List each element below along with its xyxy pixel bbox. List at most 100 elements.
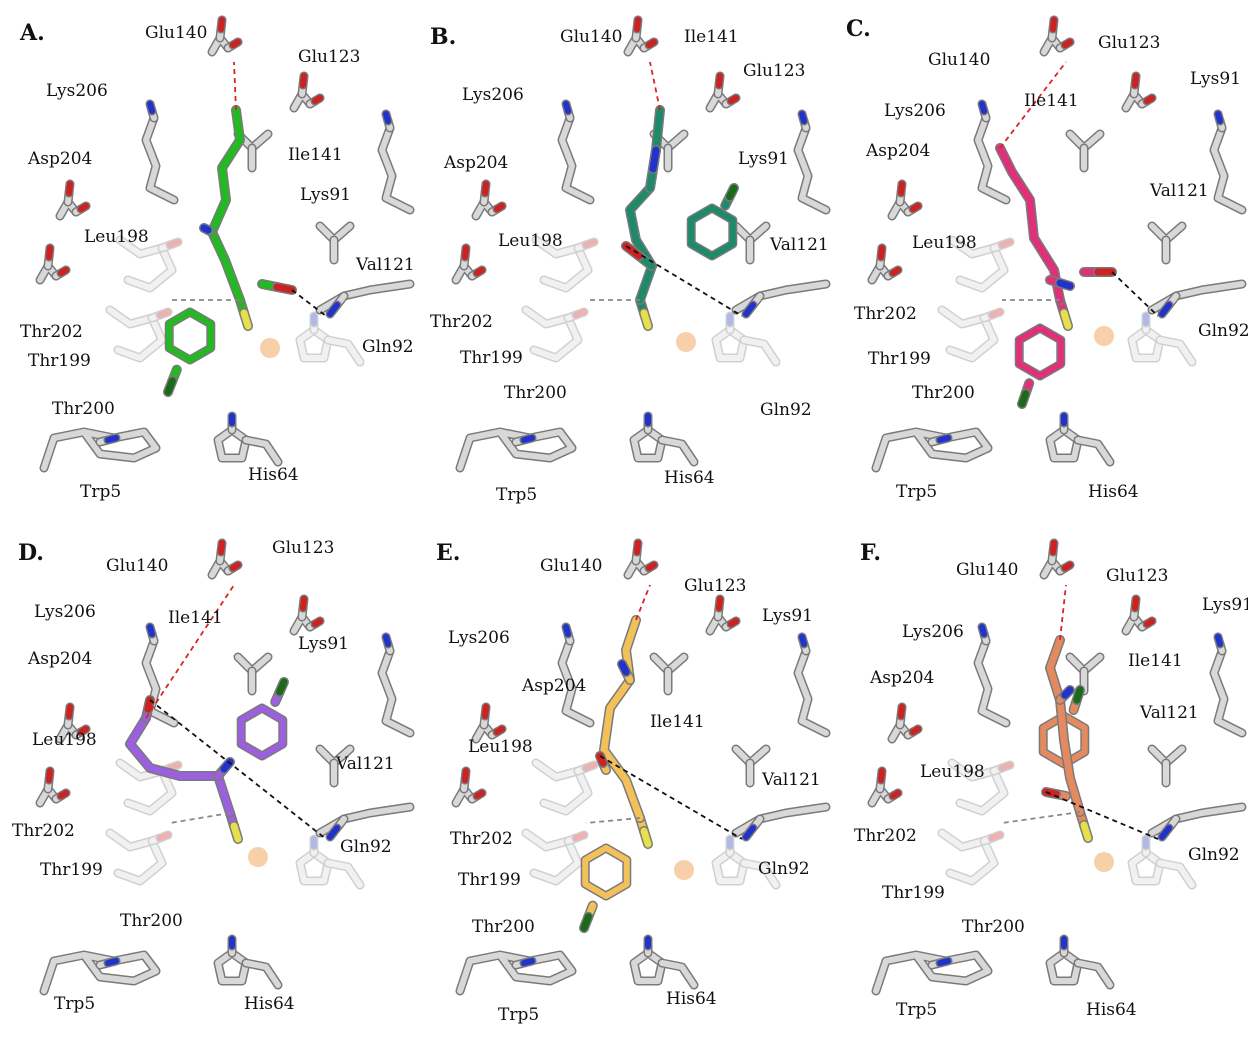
residue-label-lys206: Lys206 <box>448 628 510 648</box>
trp5-sticks-5-ring <box>873 952 991 994</box>
leu198-backbone-5-bb-outline <box>947 758 1009 816</box>
asp204-sticks-0-o1-b <box>66 181 73 196</box>
leu198-backbone-1-o-b-outline <box>581 237 599 250</box>
glu140-sticks-5-o2-b <box>1062 562 1073 571</box>
leu198-backbone-2-o-b-outline <box>997 237 1015 250</box>
leu198-backbone-4 <box>531 758 599 816</box>
thr199-backbone-0-o-a-outline <box>147 310 165 323</box>
trp5-sticks-0-n-b <box>105 435 119 443</box>
his-zinc-ligand-3 <box>295 834 365 890</box>
residue-label-thr200: Thr200 <box>472 917 535 937</box>
ligand-chloro-0-b <box>164 377 176 396</box>
trp5-sticks-4-ring <box>457 952 575 994</box>
residue-label-val121: Val121 <box>769 235 829 255</box>
trp5-sticks-4-n-b <box>521 958 535 966</box>
residue-label-thr202: Thr202 <box>20 322 83 342</box>
residue-label-glu123: Glu123 <box>1098 33 1160 53</box>
glu123-sticks-0-o2-b <box>312 95 323 104</box>
ligand-carbonyl-3-b <box>144 696 154 713</box>
residue-label-asp204: Asp204 <box>27 149 92 169</box>
gln92-n-1-b <box>743 302 756 317</box>
his64-sticks-4-chain <box>659 960 697 988</box>
his-zinc-ligand-3-chain-outline <box>323 858 365 890</box>
lys91-sticks-0-chain <box>379 125 413 213</box>
zinc-ion-5 <box>1094 852 1114 872</box>
his-zinc-ligand-1-chain-outline <box>739 335 781 367</box>
panel-residues-2 <box>867 15 1247 473</box>
gln92-sticks-4 <box>733 804 829 836</box>
lys206-sticks-5-n-b <box>979 624 987 637</box>
residue-label-lys91: Lys91 <box>762 606 813 626</box>
leu198-backbone-2-bb <box>949 237 1007 291</box>
panel-residues-0 <box>35 15 415 473</box>
residue-label-glu123: Glu123 <box>1106 566 1168 586</box>
residue-label-lys91: Lys91 <box>300 185 351 205</box>
residue-label-lys206: Lys206 <box>462 85 524 105</box>
thr199-backbone-0-o-b <box>157 309 171 318</box>
asp204-sticks-5-o2-b <box>910 726 921 735</box>
residue-label-thr200: Thr200 <box>504 383 567 403</box>
thr202-sticks-3-o2-b <box>58 790 69 799</box>
leu198-backbone-0-bb-outline <box>115 235 177 293</box>
trp5-sticks-2-n-b <box>937 435 951 443</box>
leu198-backbone-4-o-a-outline <box>573 763 591 776</box>
his64-sticks-2-chain <box>1075 437 1113 465</box>
his-zinc-ligand-3-ring-outline <box>295 848 333 886</box>
lys91-sticks-3-chain <box>379 648 413 736</box>
lys91-sticks-4-chain <box>795 648 829 736</box>
lys91-sticks-5-n-b <box>1215 634 1223 647</box>
asp204-sticks-3-o1-b <box>66 704 73 719</box>
thr199-backbone-2-o-a-outline <box>979 310 997 323</box>
thr199-backbone-3-o-b <box>157 832 171 841</box>
lys91-sticks-5-chain <box>1211 648 1245 736</box>
residue-label-gln92: Gln92 <box>760 400 812 420</box>
residue-label-leu198: Leu198 <box>32 730 97 750</box>
glu123-sticks-0-o1-b <box>300 73 307 88</box>
panel-letter: D. <box>18 540 44 566</box>
residue-label-glu140: Glu140 <box>106 556 168 576</box>
leu198-backbone-0-o-b <box>167 239 181 248</box>
thr199-backbone-1-o-a <box>565 312 579 321</box>
leu198-backbone-1-o-b <box>583 239 597 248</box>
thr199-backbone-2 <box>937 305 1005 363</box>
glu140-sticks-3-o1-b <box>218 540 225 555</box>
leu198-backbone-1-o-a <box>575 242 589 251</box>
panel-residues-1 <box>451 15 831 473</box>
residue-label-lys91: Lys91 <box>1202 595 1248 615</box>
his64-sticks-3 <box>213 934 283 990</box>
his-zinc-ligand-3-chain <box>325 860 363 888</box>
asp204-sticks-2-o2-b <box>910 203 921 212</box>
leu198-backbone-0-o-b-outline <box>165 237 183 250</box>
panel-letter: C. <box>846 16 871 42</box>
lys91-sticks-1-chain <box>795 125 829 213</box>
thr199-backbone-4 <box>521 828 589 886</box>
residue-label-leu198: Leu198 <box>920 762 985 782</box>
ligand-chloro-5-b <box>1073 686 1084 704</box>
gln92-n-5-b <box>1159 825 1172 840</box>
residue-label-thr199: Thr199 <box>40 860 103 880</box>
residue-label-his64: His64 <box>1088 482 1139 502</box>
residue-label-glu123: Glu123 <box>298 47 360 67</box>
residue-label-thr202: Thr202 <box>450 829 513 849</box>
thr199-backbone-3-o-a <box>149 835 163 844</box>
glu140-sticks-0-o2-b <box>230 39 241 48</box>
his-zinc-ligand-4-chain <box>741 860 779 888</box>
panel-c <box>867 15 1247 473</box>
his64-sticks-5 <box>1045 934 1115 990</box>
ligand-amide-1-b <box>649 146 660 173</box>
trp5-sticks-5-n-b <box>937 958 951 966</box>
residue-label-ile141: Ile141 <box>1128 651 1183 671</box>
glu140-sticks-3-o2-b <box>230 562 241 571</box>
thr199-backbone-1-o-b-outline <box>571 307 589 320</box>
residue-label-his64: His64 <box>244 994 295 1014</box>
thr202-sticks-4-o2-b <box>474 790 485 799</box>
residue-label-leu198: Leu198 <box>468 737 533 757</box>
leu198-backbone-2-o-a <box>991 242 1005 251</box>
thr199-backbone-2-bb <box>939 307 997 361</box>
thr202-sticks-5-o2-b <box>890 790 901 799</box>
residue-label-thr202: Thr202 <box>854 826 917 846</box>
thr199-backbone-0-o-a <box>149 312 163 321</box>
panel-d <box>35 538 415 996</box>
leu198-backbone-0-bb <box>117 237 175 291</box>
